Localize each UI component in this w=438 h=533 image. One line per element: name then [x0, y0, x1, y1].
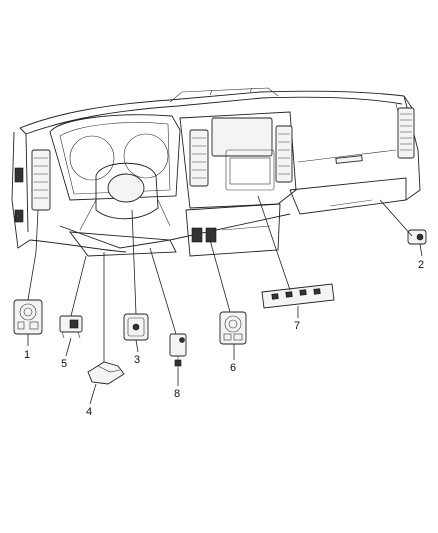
callout-5: 5 [61, 358, 67, 370]
instrument-panel [11, 87, 421, 257]
callout-6: 6 [230, 362, 236, 374]
part-switch-2 [407, 229, 427, 245]
callout-8: 8 [174, 388, 180, 400]
callout-1: 1 [24, 349, 30, 361]
callout-7: 7 [294, 320, 300, 332]
part-bracket-4 [87, 361, 125, 385]
callout-2: 2 [418, 259, 424, 271]
leader-lines [27, 195, 423, 405]
part-switch-bank-7 [261, 283, 335, 309]
callout-4: 4 [86, 406, 92, 418]
part-switch-3 [123, 313, 149, 341]
part-headlamp-switch [13, 299, 43, 335]
callout-3: 3 [134, 354, 140, 366]
part-module-8 [169, 333, 187, 368]
part-switch-5 [59, 315, 83, 339]
part-rotary-switch-6 [219, 311, 247, 345]
